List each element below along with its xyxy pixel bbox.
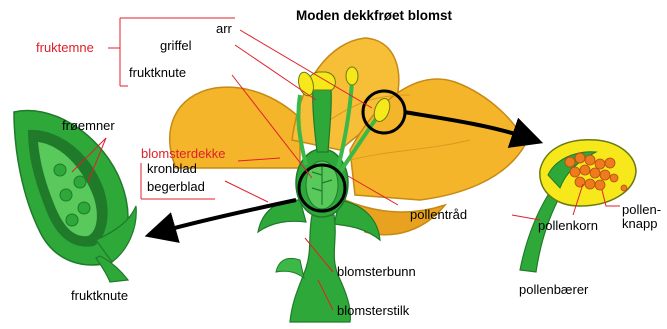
anther-center [346, 67, 358, 85]
label-froemner: frøemner [62, 118, 115, 133]
label-fruktemne: fruktemne [36, 40, 94, 55]
filament-detail [520, 195, 558, 272]
style [313, 88, 332, 152]
diagram-title: Moden dekkfrøet blomst [296, 8, 453, 23]
ovule [74, 176, 86, 188]
label-fruktknute-top: fruktknute [129, 65, 186, 80]
label-kronblad: kronblad [147, 161, 197, 176]
label-blomsterdekke: blomsterdekke [141, 146, 226, 161]
label-pollenknapp-1: pollen- [622, 202, 661, 217]
label-fruktknute-bottom: fruktknute [71, 288, 128, 303]
label-pollentrad: pollentråd [410, 207, 467, 222]
ovule [78, 202, 90, 214]
label-begerblad: begerblad [147, 179, 205, 194]
label-blomsterbunn: blomsterbunn [337, 264, 416, 279]
ovule [66, 214, 78, 226]
main-flower [170, 38, 525, 322]
label-blomsterstilk: blomsterstilk [337, 303, 410, 318]
ovule [60, 189, 72, 201]
label-arr: arr [216, 21, 233, 36]
label-griffel: griffel [160, 38, 192, 53]
label-pollenbaerer: pollenbærer [519, 282, 589, 297]
pistil-detail [14, 111, 136, 282]
label-pollenknapp-2: knapp [622, 216, 657, 231]
label-pollenkorn: pollenkorn [538, 218, 598, 233]
ovule [54, 164, 66, 176]
